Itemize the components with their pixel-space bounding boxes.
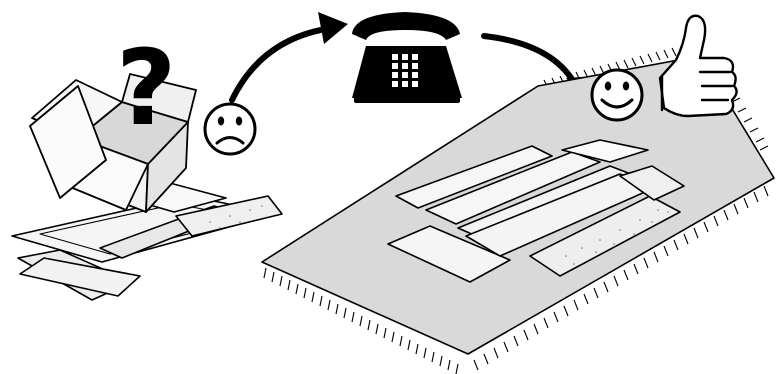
happy-face-icon (592, 70, 642, 120)
curved-arrow-icon (232, 12, 348, 100)
question-mark: ? (116, 27, 176, 149)
sad-face-icon (205, 104, 255, 154)
thumbs-up-icon (660, 16, 737, 116)
telephone-icon (352, 12, 462, 103)
